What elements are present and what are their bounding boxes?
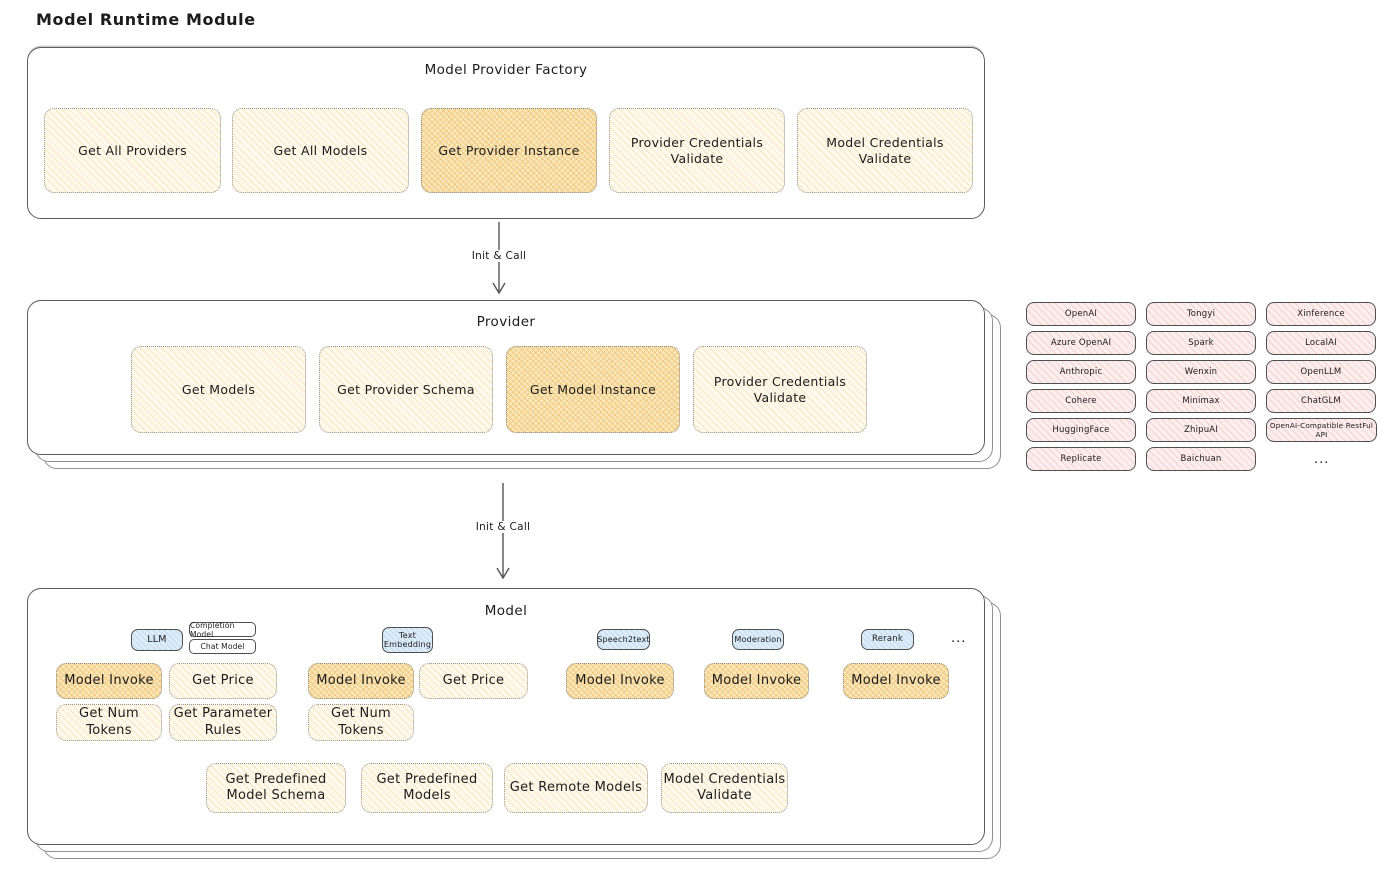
providers-grid-ellipsis: ... (1314, 452, 1330, 467)
rerank-model-invoke: Model Invoke (843, 663, 949, 699)
factory-box-provider-credentials-validate: Provider Credentials Validate (609, 108, 785, 193)
model-panel: Model LLM Completion Model Chat Model Te… (27, 588, 985, 845)
provider-chip-openai: OpenAI (1026, 302, 1136, 326)
common-get-predefined-models: Get Predefined Models (361, 763, 493, 813)
factory-panel: Model Provider Factory Get All Providers… (27, 47, 985, 219)
text-embedding-model-invoke: Model Invoke (308, 663, 414, 699)
tag-rerank: Rerank (861, 629, 914, 650)
tag-moderation: Moderation (732, 629, 784, 650)
common-get-predefined-model-schema: Get Predefined Model Schema (206, 763, 346, 813)
provider-chip-chatglm: ChatGLM (1266, 389, 1376, 413)
provider-box-get-model-instance: Get Model Instance (506, 346, 680, 433)
provider-chip-zhipuai: ZhipuAI (1146, 418, 1256, 442)
provider-chip-minimax: Minimax (1146, 389, 1256, 413)
tag-completion-model: Completion Model (189, 621, 256, 639)
tag-llm: LLM (131, 629, 183, 651)
model-types-ellipsis: ... (951, 631, 967, 646)
factory-panel-title: Model Provider Factory (424, 62, 588, 78)
llm-get-parameter-rules: Get Parameter Rules (169, 704, 277, 741)
provider-chip-openllm: OpenLLM (1266, 360, 1376, 384)
factory-box-get-all-providers: Get All Providers (44, 108, 221, 193)
provider-chip-spark: Spark (1146, 331, 1256, 355)
provider-panel-title: Provider (476, 314, 536, 330)
provider-chip-openai-compatible: OpenAI-Compatible RestFul API (1266, 418, 1377, 442)
text-embedding-get-price: Get Price (419, 663, 528, 699)
speech2text-model-invoke: Model Invoke (566, 663, 674, 699)
llm-model-invoke: Model Invoke (56, 663, 162, 699)
provider-box-get-models: Get Models (131, 346, 306, 433)
factory-box-get-all-models: Get All Models (232, 108, 409, 193)
provider-chip-replicate: Replicate (1026, 447, 1136, 471)
llm-get-price: Get Price (169, 663, 277, 699)
tag-text-embedding: Text Embedding (382, 627, 433, 653)
common-get-remote-models: Get Remote Models (504, 763, 648, 813)
provider-chip-xinference: Xinference (1266, 302, 1376, 326)
provider-box-get-provider-schema: Get Provider Schema (319, 346, 493, 433)
provider-box-provider-credentials-validate: Provider Credentials Validate (693, 346, 867, 433)
provider-chip-azure-openai: Azure OpenAI (1026, 331, 1136, 355)
factory-box-model-credentials-validate: Model Credentials Validate (797, 108, 973, 193)
tag-chat-model: Chat Model (189, 639, 256, 654)
tag-speech2text: Speech2text (597, 629, 650, 650)
factory-box-get-provider-instance: Get Provider Instance (421, 108, 597, 193)
page-title: Model Runtime Module (36, 10, 256, 29)
model-panel-title: Model (484, 603, 528, 619)
provider-chip-cohere: Cohere (1026, 389, 1136, 413)
provider-chip-wenxin: Wenxin (1146, 360, 1256, 384)
common-model-credentials-validate: Model Credentials Validate (661, 763, 788, 813)
arrow-label-init-call-1: Init & Call (467, 250, 531, 262)
moderation-model-invoke: Model Invoke (704, 663, 809, 699)
provider-chip-baichuan: Baichuan (1146, 447, 1256, 471)
llm-get-num-tokens: Get Num Tokens (56, 704, 162, 741)
arrow-label-init-call-2: Init & Call (471, 521, 535, 533)
provider-chip-anthropic: Anthropic (1026, 360, 1136, 384)
provider-chip-localai: LocalAI (1266, 331, 1376, 355)
text-embedding-get-num-tokens: Get Num Tokens (308, 704, 414, 741)
provider-chip-tongyi: Tongyi (1146, 302, 1256, 326)
provider-chip-huggingface: HuggingFace (1026, 418, 1136, 442)
provider-panel: Provider Get Models Get Provider Schema … (27, 300, 985, 455)
